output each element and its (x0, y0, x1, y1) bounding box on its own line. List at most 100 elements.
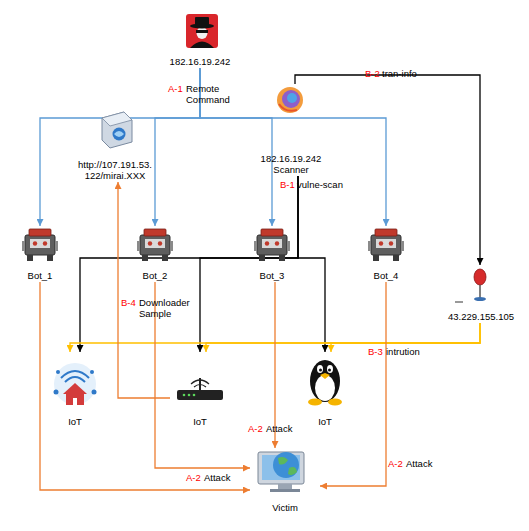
server-icon (102, 112, 132, 148)
relay-icon-part (474, 269, 486, 285)
iot-device-node: IoT (45, 352, 105, 428)
bot-node: Bot_1 (15, 226, 65, 282)
server-icon-part (102, 112, 132, 126)
attacker-icon-part (186, 14, 218, 48)
server-icon-part (102, 112, 132, 148)
iot-device-node: IoT (295, 352, 355, 428)
smart-home-icon-part (54, 390, 59, 395)
linux-icon-part (317, 365, 323, 373)
connector-line (40, 282, 250, 490)
router-icon-part (199, 378, 201, 390)
attacker-node: 182.16.19.242 (160, 12, 240, 68)
step-code: B-1 (280, 180, 295, 191)
scanner-icon-part (277, 87, 303, 113)
linux-icon-part (319, 369, 322, 372)
attacker-icon-part (196, 30, 208, 33)
bot-icon (22, 229, 58, 261)
router-icon-part (177, 390, 223, 400)
victim-icon-part (288, 467, 297, 475)
connector-line (80, 176, 298, 352)
smart-home-icon-part (90, 370, 94, 374)
smart-home-icon-part (56, 370, 60, 374)
victim-icon (258, 452, 304, 492)
connector-layer (40, 68, 480, 490)
router-icon-part (183, 394, 186, 397)
node-label: IoT (318, 417, 332, 428)
connector-line (298, 176, 325, 352)
relay-icon-part (474, 297, 486, 301)
smart-home-icon-part (54, 363, 96, 405)
victim-icon-part (273, 452, 299, 478)
node-label: 182.16.19.242 Scanner (255, 154, 327, 176)
attacker-icon-part (190, 42, 214, 49)
smart-home-icon-part (92, 390, 97, 395)
node-label: 43.229.155.105 (448, 312, 514, 323)
node-label: Bot_1 (28, 271, 53, 282)
connector-line (118, 182, 170, 398)
node-label: http://107.191.53. 122/mirai.XXX (70, 160, 160, 182)
step-code: B-3 (368, 347, 383, 358)
scanner-icon-part (279, 104, 297, 111)
connector-line (206, 323, 480, 352)
linux-icon-part (320, 373, 330, 379)
step-label: Attack (406, 459, 432, 470)
linux-icon-part (308, 399, 322, 406)
attacker-icon-part (195, 17, 209, 26)
server-node: http://107.191.53. 122/mirai.XXX (70, 110, 160, 182)
step-code: A-1 (168, 84, 183, 95)
smart-home-icon-part (66, 394, 84, 405)
step-code: B-4 (121, 298, 136, 309)
relay-icon-part (479, 285, 481, 299)
step-label: Attack (266, 424, 292, 435)
bot-node: Bot_2 (130, 226, 180, 282)
bot-icon (137, 229, 173, 261)
node-label: IoT (193, 417, 207, 428)
node-label: Victim (272, 503, 298, 514)
step-label: Remote Command (186, 84, 232, 106)
victim-icon-part (270, 489, 300, 492)
node-label: Bot_2 (143, 271, 168, 282)
node-label: Bot_4 (374, 271, 399, 282)
step-label: vulne-scan (297, 180, 343, 191)
step-label: tran-info (382, 69, 417, 80)
attacker-icon (186, 14, 218, 48)
step-label: intrution (386, 347, 420, 358)
router-icon-part (188, 394, 191, 397)
victim-node: Victim (250, 448, 320, 514)
relay-icon-part (455, 301, 463, 302)
relay-node: 43.229.155.105 (446, 265, 516, 323)
step-code: B-2 (365, 69, 380, 80)
connector-line (200, 68, 386, 226)
linux-icon-part (328, 399, 342, 406)
linux-icon-part (310, 360, 340, 402)
linux-icon-part (327, 365, 333, 373)
smart-home-icon-part (73, 398, 77, 405)
linux-icon (308, 360, 342, 406)
step-code: A-2 (388, 459, 403, 470)
victim-icon-part (258, 452, 304, 484)
scanner-node: 182.16.19.242 Scanner (255, 84, 327, 176)
node-label: 182.16.19.242 (170, 57, 231, 68)
connector-line (295, 75, 480, 265)
step-code: A-2 (248, 424, 263, 435)
bot-icon (368, 229, 404, 261)
smart-home-icon-part (63, 383, 87, 394)
victim-icon-part (278, 484, 292, 489)
router-icon (177, 378, 223, 400)
iot-device-node: IoT (170, 352, 230, 428)
server-icon-part (114, 131, 124, 137)
linux-icon-part (328, 369, 331, 372)
scanner-icon-part (287, 93, 297, 103)
smart-home-icon (54, 363, 97, 405)
node-label: Bot_3 (260, 271, 285, 282)
node-label: IoT (68, 417, 82, 428)
smart-home-icon-part (65, 377, 85, 382)
step-code: A-2 (186, 473, 201, 484)
step-label: Downloader Sample (139, 298, 194, 320)
connector-line (200, 176, 298, 352)
bot-node: Bot_3 (247, 226, 297, 282)
router-icon-part (193, 394, 196, 397)
server-icon-part (113, 128, 126, 141)
